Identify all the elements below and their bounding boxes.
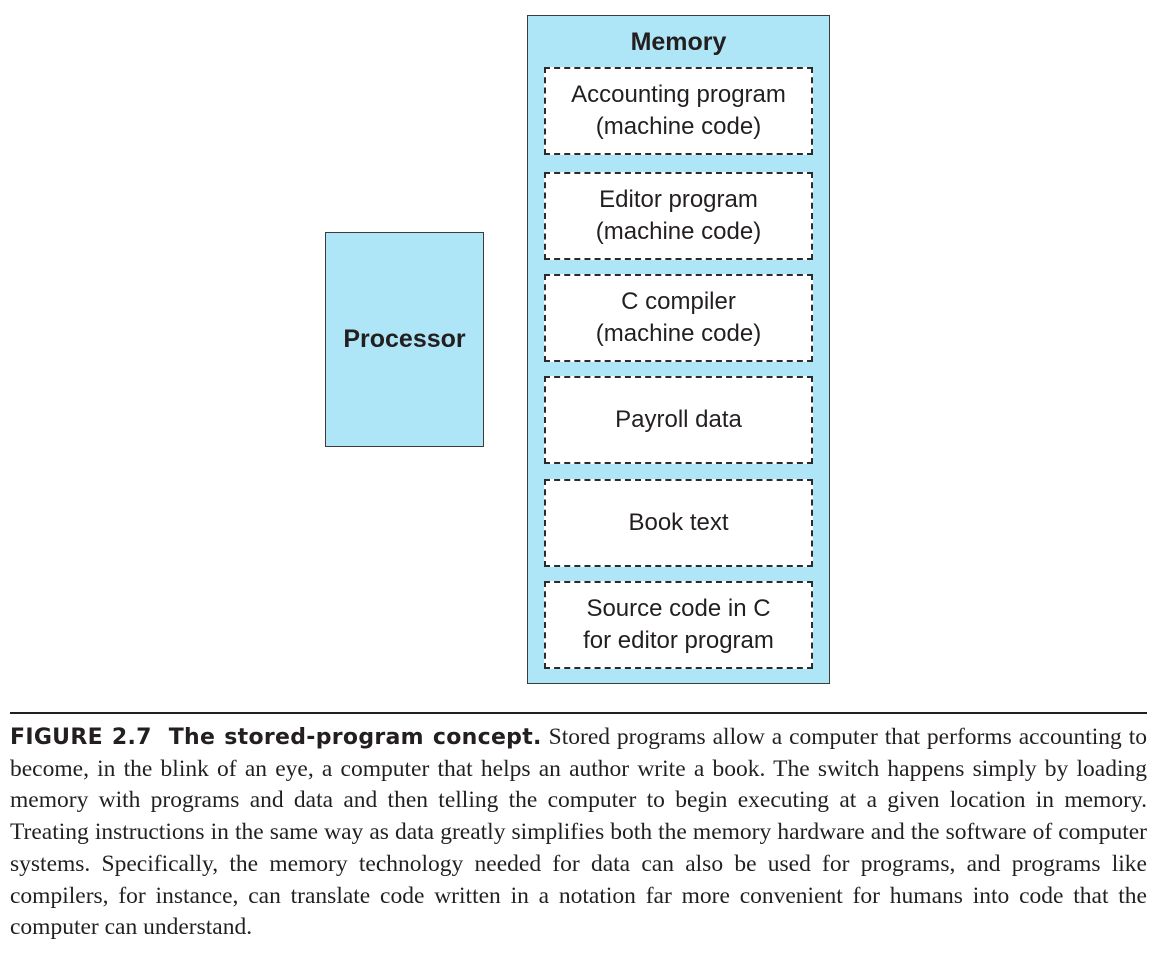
cell-line: C compiler [621, 288, 736, 315]
memory-cell-accounting-program: Accounting program (machine code) [544, 67, 813, 155]
memory-cell-c-compiler: C compiler (machine code) [544, 274, 813, 362]
memory-cell-source-code: Source code in C for editor program [544, 581, 813, 669]
cell-line: Source code in C [586, 595, 771, 622]
cell-line: Editor program [599, 186, 758, 213]
figure-label: FIGURE 2.7 [10, 725, 152, 750]
caption-divider [10, 712, 1147, 714]
cell-line: Payroll data [615, 406, 742, 433]
cell-line: Accounting program [571, 81, 786, 108]
caption-text: Stored programs allow a computer that pe… [10, 724, 1147, 941]
cell-line: Book text [628, 509, 729, 536]
memory-title: Memory [630, 28, 727, 56]
cell-line: (machine code) [595, 113, 762, 140]
figure-caption: FIGURE 2.7 The stored-program concept. S… [10, 722, 1147, 944]
processor-label: Processor [343, 325, 466, 353]
cell-line: (machine code) [595, 218, 762, 245]
cell-line: for editor program [583, 627, 774, 654]
memory-cell-editor-program: Editor program (machine code) [544, 172, 813, 260]
memory-box: Memory Accounting program (machine code)… [527, 15, 830, 684]
processor-box: Processor [325, 232, 484, 447]
figure-title: The stored-program concept. [168, 725, 542, 750]
memory-cell-payroll-data: Payroll data [544, 376, 813, 464]
cell-line: (machine code) [595, 320, 762, 347]
memory-cell-book-text: Book text [544, 479, 813, 567]
